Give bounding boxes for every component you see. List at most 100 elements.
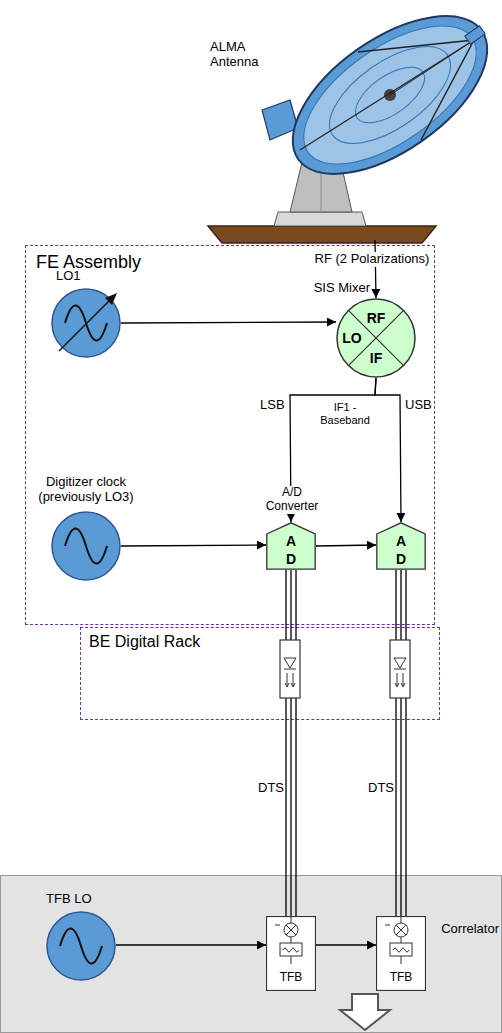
box-outline xyxy=(267,917,316,991)
connector xyxy=(375,240,376,298)
quadripod xyxy=(465,26,485,45)
region-title: Correlator xyxy=(429,922,499,937)
filter-bank-box: TFB xyxy=(266,916,316,991)
filter-symbol xyxy=(280,943,302,956)
optical-transmitter xyxy=(403,673,404,686)
mixer-circle: SIS MixerRFLOIF xyxy=(336,298,416,378)
connector xyxy=(286,570,296,916)
optical-transmitter xyxy=(394,669,406,670)
signal-note: IF1 - Baseband xyxy=(312,401,378,426)
signal-label: USB xyxy=(405,398,432,413)
mixer-symbol xyxy=(394,923,408,937)
adc-symbol: AD xyxy=(266,522,316,570)
sine-wave xyxy=(65,529,107,564)
quadripod xyxy=(358,40,474,52)
quadripod xyxy=(390,40,474,95)
adc-symbol: AD xyxy=(376,522,426,570)
correlator-region: Correlator TFB LO TFB TFB xyxy=(0,875,502,1033)
oscillator-outline xyxy=(47,912,115,980)
antenna-label: ALMA Antenna xyxy=(210,40,272,70)
signal-line xyxy=(291,916,292,923)
filter-symbol xyxy=(393,948,409,952)
signal-line xyxy=(401,916,402,923)
optical-transmitter xyxy=(397,673,398,686)
adc-outline xyxy=(377,523,425,569)
mixer-outline xyxy=(337,299,415,377)
adc-port: D xyxy=(266,551,316,567)
optical-transmitter xyxy=(280,640,300,698)
antenna-base xyxy=(208,212,436,243)
signal-line xyxy=(291,937,292,943)
oscillator-circle-shape xyxy=(46,911,116,981)
antenna-dish xyxy=(266,0,502,205)
optical-transmitter xyxy=(284,658,296,668)
connector xyxy=(375,378,401,522)
optical-transmitter xyxy=(280,640,300,698)
oscillator-outline xyxy=(52,289,120,357)
filter-symbol xyxy=(283,948,299,952)
antenna-dish xyxy=(266,0,502,205)
signal-label: LSB xyxy=(260,398,285,413)
connector xyxy=(316,545,376,546)
optical-transmitter xyxy=(285,683,289,687)
box-label: TFB xyxy=(266,971,316,985)
mixer-symbol xyxy=(396,925,406,935)
link-label: DTS xyxy=(258,781,284,796)
oscillator-label: TFB LO xyxy=(46,892,92,907)
box-label: TFB xyxy=(376,971,426,985)
tuning-arrow xyxy=(59,299,111,351)
port-label: IF xyxy=(336,350,416,366)
oscillator-label: Digitizer clock (previously LO3) xyxy=(21,475,151,505)
minus-sign xyxy=(275,925,280,926)
port-label: RF xyxy=(336,310,416,326)
quadripod xyxy=(421,40,474,140)
oscillator-outline xyxy=(52,512,120,580)
connector xyxy=(121,322,336,323)
optical-transmitter xyxy=(390,640,410,698)
part-label: A/D Converter xyxy=(261,486,323,514)
mixer-symbol xyxy=(396,925,406,935)
mixer-symbol xyxy=(286,925,296,935)
mixer-symbol xyxy=(286,925,296,935)
adc-port: A xyxy=(376,533,426,549)
optical-transmitter xyxy=(287,673,288,686)
oscillator-circle-shape xyxy=(51,511,121,581)
region-title: FE Assembly xyxy=(36,252,141,273)
connector xyxy=(121,545,266,546)
oscillator-circle: LO1 xyxy=(51,288,121,358)
sine-wave xyxy=(60,929,102,964)
quadripod xyxy=(300,26,485,150)
optical-transmitter xyxy=(395,683,399,687)
oscillator-circle-shape xyxy=(51,288,121,358)
optical-transmitter xyxy=(394,658,406,668)
optical-transmitter xyxy=(401,683,405,687)
oscillator-circle: Digitizer clock (previously LO3) xyxy=(51,511,121,581)
rack-region: BE Digital Rack xyxy=(80,627,440,720)
tuning-arrow xyxy=(105,293,117,305)
antenna-node: ALMA Antenna xyxy=(248,0,502,240)
antenna-dish xyxy=(281,0,499,191)
signal-line xyxy=(401,956,402,964)
connector xyxy=(396,570,406,916)
optical-transmitter xyxy=(293,673,294,686)
box-outline xyxy=(377,917,426,991)
signal-line xyxy=(291,956,292,964)
mixer-symbol xyxy=(284,923,298,937)
filter-symbol xyxy=(390,943,412,956)
signal-label: RF (2 Polarizations) xyxy=(313,252,431,267)
link-label: DTS xyxy=(368,781,394,796)
connector xyxy=(116,944,266,945)
optical-transmitter xyxy=(284,669,296,670)
oscillator-label: LO1 xyxy=(56,269,81,284)
quadripod xyxy=(300,40,474,150)
adc-port: D xyxy=(376,551,426,567)
port-label: LO xyxy=(340,330,364,346)
minus-sign xyxy=(385,925,390,926)
filter-bank-box: TFB xyxy=(376,916,426,991)
assembly-region: FE AssemblyLO1SIS MixerRFLOIFDigitizer c… xyxy=(25,245,435,625)
antenna-base xyxy=(274,212,366,226)
optical-transmitter xyxy=(291,683,295,687)
